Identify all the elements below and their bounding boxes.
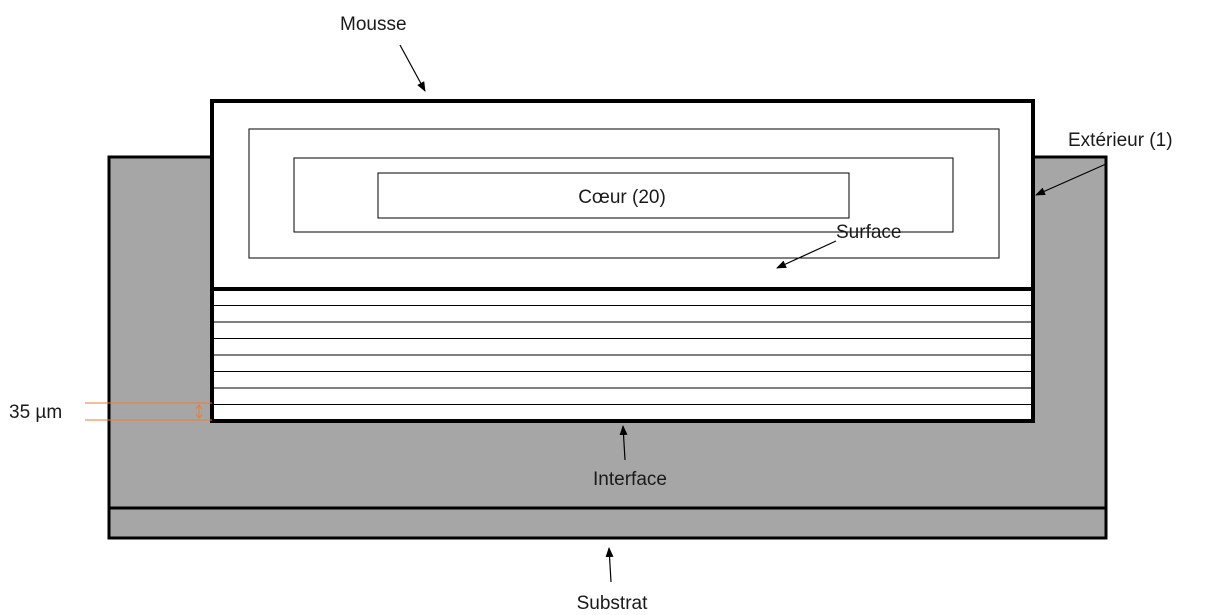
surface-zone: [248, 128, 1000, 259]
label-coeur: Cœur (20): [578, 187, 666, 208]
foam-block: [210, 99, 1035, 423]
label-substrat: Substrat: [577, 593, 648, 614]
intermediate-zone: [293, 157, 954, 233]
arrow-exterieur: [1035, 163, 1107, 196]
label-exterieur: Extérieur (1): [1068, 130, 1173, 151]
thickness-dimension: [85, 402, 212, 421]
label-surface: Surface: [836, 222, 901, 243]
arrow-surface: [776, 240, 837, 269]
label-mousse: Mousse: [340, 14, 407, 35]
foam-layers: [212, 305, 1033, 405]
label-interface: Interface: [593, 469, 667, 490]
arrow-mousse: [399, 44, 426, 92]
core-zone: [377, 172, 850, 219]
arrow-interface: [619, 425, 628, 461]
arrow-substrat: [605, 547, 614, 583]
label-thickness: 35 µm: [9, 402, 62, 423]
